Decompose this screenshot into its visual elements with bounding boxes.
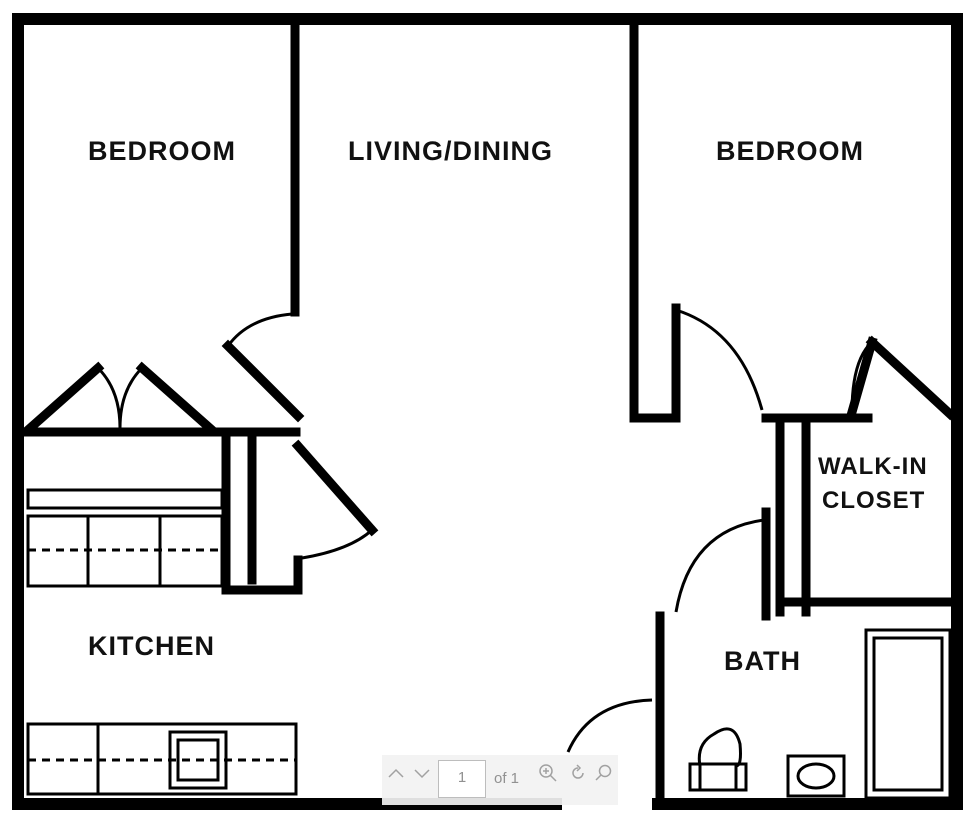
rotate-icon[interactable] <box>568 763 588 783</box>
zoom-in-icon[interactable] <box>538 763 558 783</box>
label-walk-in: WALK-IN <box>818 453 928 480</box>
label-kitchen: KITCHEN <box>88 631 215 661</box>
door-swings <box>96 308 874 753</box>
kitchen-counters <box>26 488 298 796</box>
label-bedroom-right: BEDROOM <box>716 136 864 166</box>
chevron-up-icon[interactable] <box>386 763 406 783</box>
search-icon[interactable] <box>594 763 614 783</box>
outer-walls <box>12 13 963 810</box>
label-living-dining: LIVING/DINING <box>348 136 553 166</box>
interior-walls <box>21 19 957 805</box>
page-count-label: of 1 <box>494 770 520 787</box>
chevron-down-icon[interactable] <box>412 763 432 783</box>
page-number-input[interactable]: 1 <box>438 760 486 798</box>
viewer-toolbar: 1 of 1 <box>382 755 618 805</box>
label-closet: CLOSET <box>822 487 925 514</box>
label-bedroom-left: BEDROOM <box>88 136 236 166</box>
bath-fixtures <box>688 628 952 800</box>
label-bath: BATH <box>724 646 801 676</box>
